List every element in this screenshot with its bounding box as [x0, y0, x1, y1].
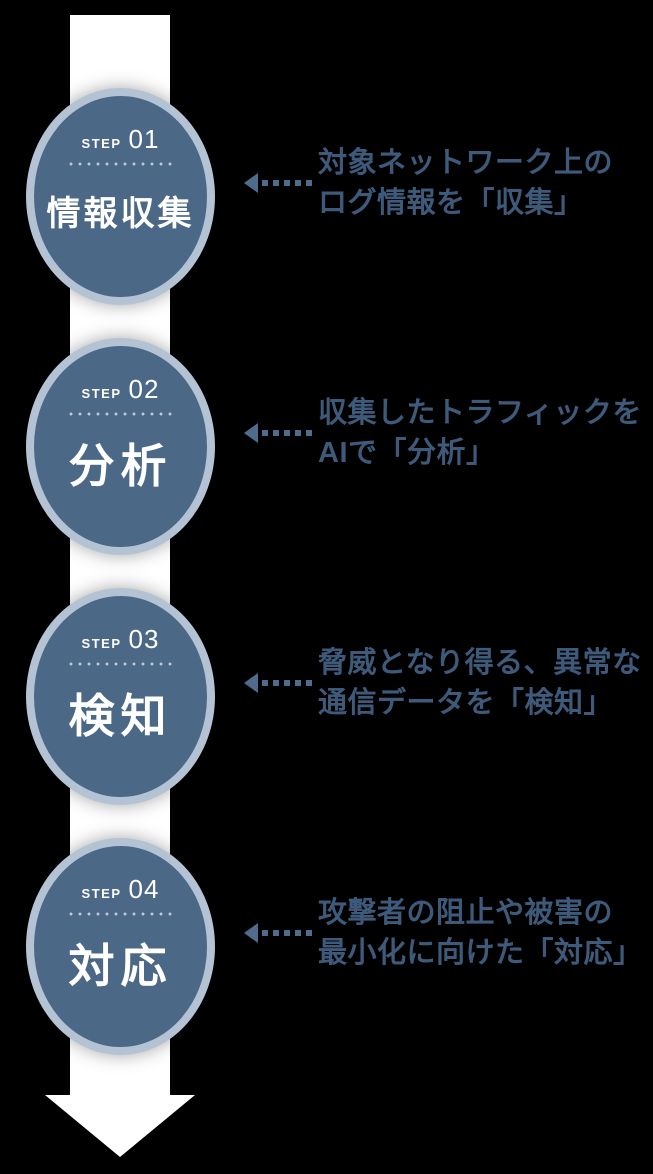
description-line: 通信データを「検知」 — [318, 686, 614, 719]
description-line: 収集したトラフィックを — [318, 396, 642, 429]
step-1-description: 対象ネットワーク上の ログ情報を「収集」 — [318, 143, 613, 223]
dotted-separator — [68, 662, 173, 666]
step-3-circle: STEP 03 検知 — [26, 588, 215, 805]
description-line: 脅威となり得る、異常な — [318, 646, 642, 679]
step-number: 03 — [128, 624, 160, 654]
step-label: STEP — [81, 386, 122, 401]
description-line: ログ情報を「収集」 — [318, 186, 584, 219]
step-4-title: 対応 — [68, 940, 173, 992]
dotted-line-icon — [262, 429, 313, 436]
step-2-circle: STEP 02 分析 — [26, 338, 215, 555]
step-3-header: STEP 03 — [81, 624, 160, 654]
dotted-line-icon — [262, 929, 313, 936]
dotted-line-icon — [262, 679, 313, 686]
step-3-title: 検知 — [68, 690, 173, 742]
step-number: 04 — [128, 874, 160, 904]
arrow-left-icon — [244, 672, 258, 693]
step-2-pointer — [244, 422, 313, 443]
dotted-separator — [68, 162, 173, 166]
step-4-header: STEP 04 — [81, 874, 160, 904]
step-row-1: STEP 01 情報収集 対象ネットワーク上の ログ情報を「収集」 — [0, 88, 653, 305]
arrow-left-icon — [244, 172, 258, 193]
step-3-description: 脅威となり得る、異常な 通信データを「検知」 — [318, 643, 642, 723]
step-1-circle: STEP 01 情報収集 — [26, 88, 215, 305]
step-4-pointer — [244, 922, 313, 943]
step-label: STEP — [81, 136, 122, 151]
step-4-description: 攻撃者の阻止や被害の 最小化に向けた「対応」 — [318, 893, 643, 973]
step-label: STEP — [81, 886, 122, 901]
step-2-header: STEP 02 — [81, 374, 160, 404]
step-row-2: STEP 02 分析 収集したトラフィックを AIで「分析」 — [0, 338, 653, 555]
step-number: 01 — [128, 124, 160, 154]
step-2-title: 分析 — [68, 440, 173, 492]
description-line: 対象ネットワーク上の — [318, 146, 614, 179]
step-row-3: STEP 03 検知 脅威となり得る、異常な 通信データを「検知」 — [0, 588, 653, 805]
arrow-left-icon — [244, 422, 258, 443]
dotted-separator — [68, 412, 173, 416]
step-row-4: STEP 04 対応 攻撃者の阻止や被害の 最小化に向けた「対応」 — [0, 838, 653, 1055]
dotted-separator — [68, 912, 173, 916]
step-3-pointer — [244, 672, 313, 693]
step-1-title: 情報収集 — [46, 195, 195, 233]
step-1-pointer — [244, 172, 313, 193]
arrow-left-icon — [244, 922, 258, 943]
step-1-header: STEP 01 — [81, 124, 160, 154]
description-line: AIで「分析」 — [318, 436, 496, 469]
step-label: STEP — [81, 636, 122, 651]
dotted-line-icon — [262, 179, 313, 186]
description-line: 攻撃者の阻止や被害の — [318, 896, 614, 929]
step-number: 02 — [128, 374, 160, 404]
step-2-description: 収集したトラフィックを AIで「分析」 — [318, 393, 642, 473]
step-4-circle: STEP 04 対応 — [26, 838, 215, 1055]
description-line: 最小化に向けた「対応」 — [318, 936, 643, 969]
